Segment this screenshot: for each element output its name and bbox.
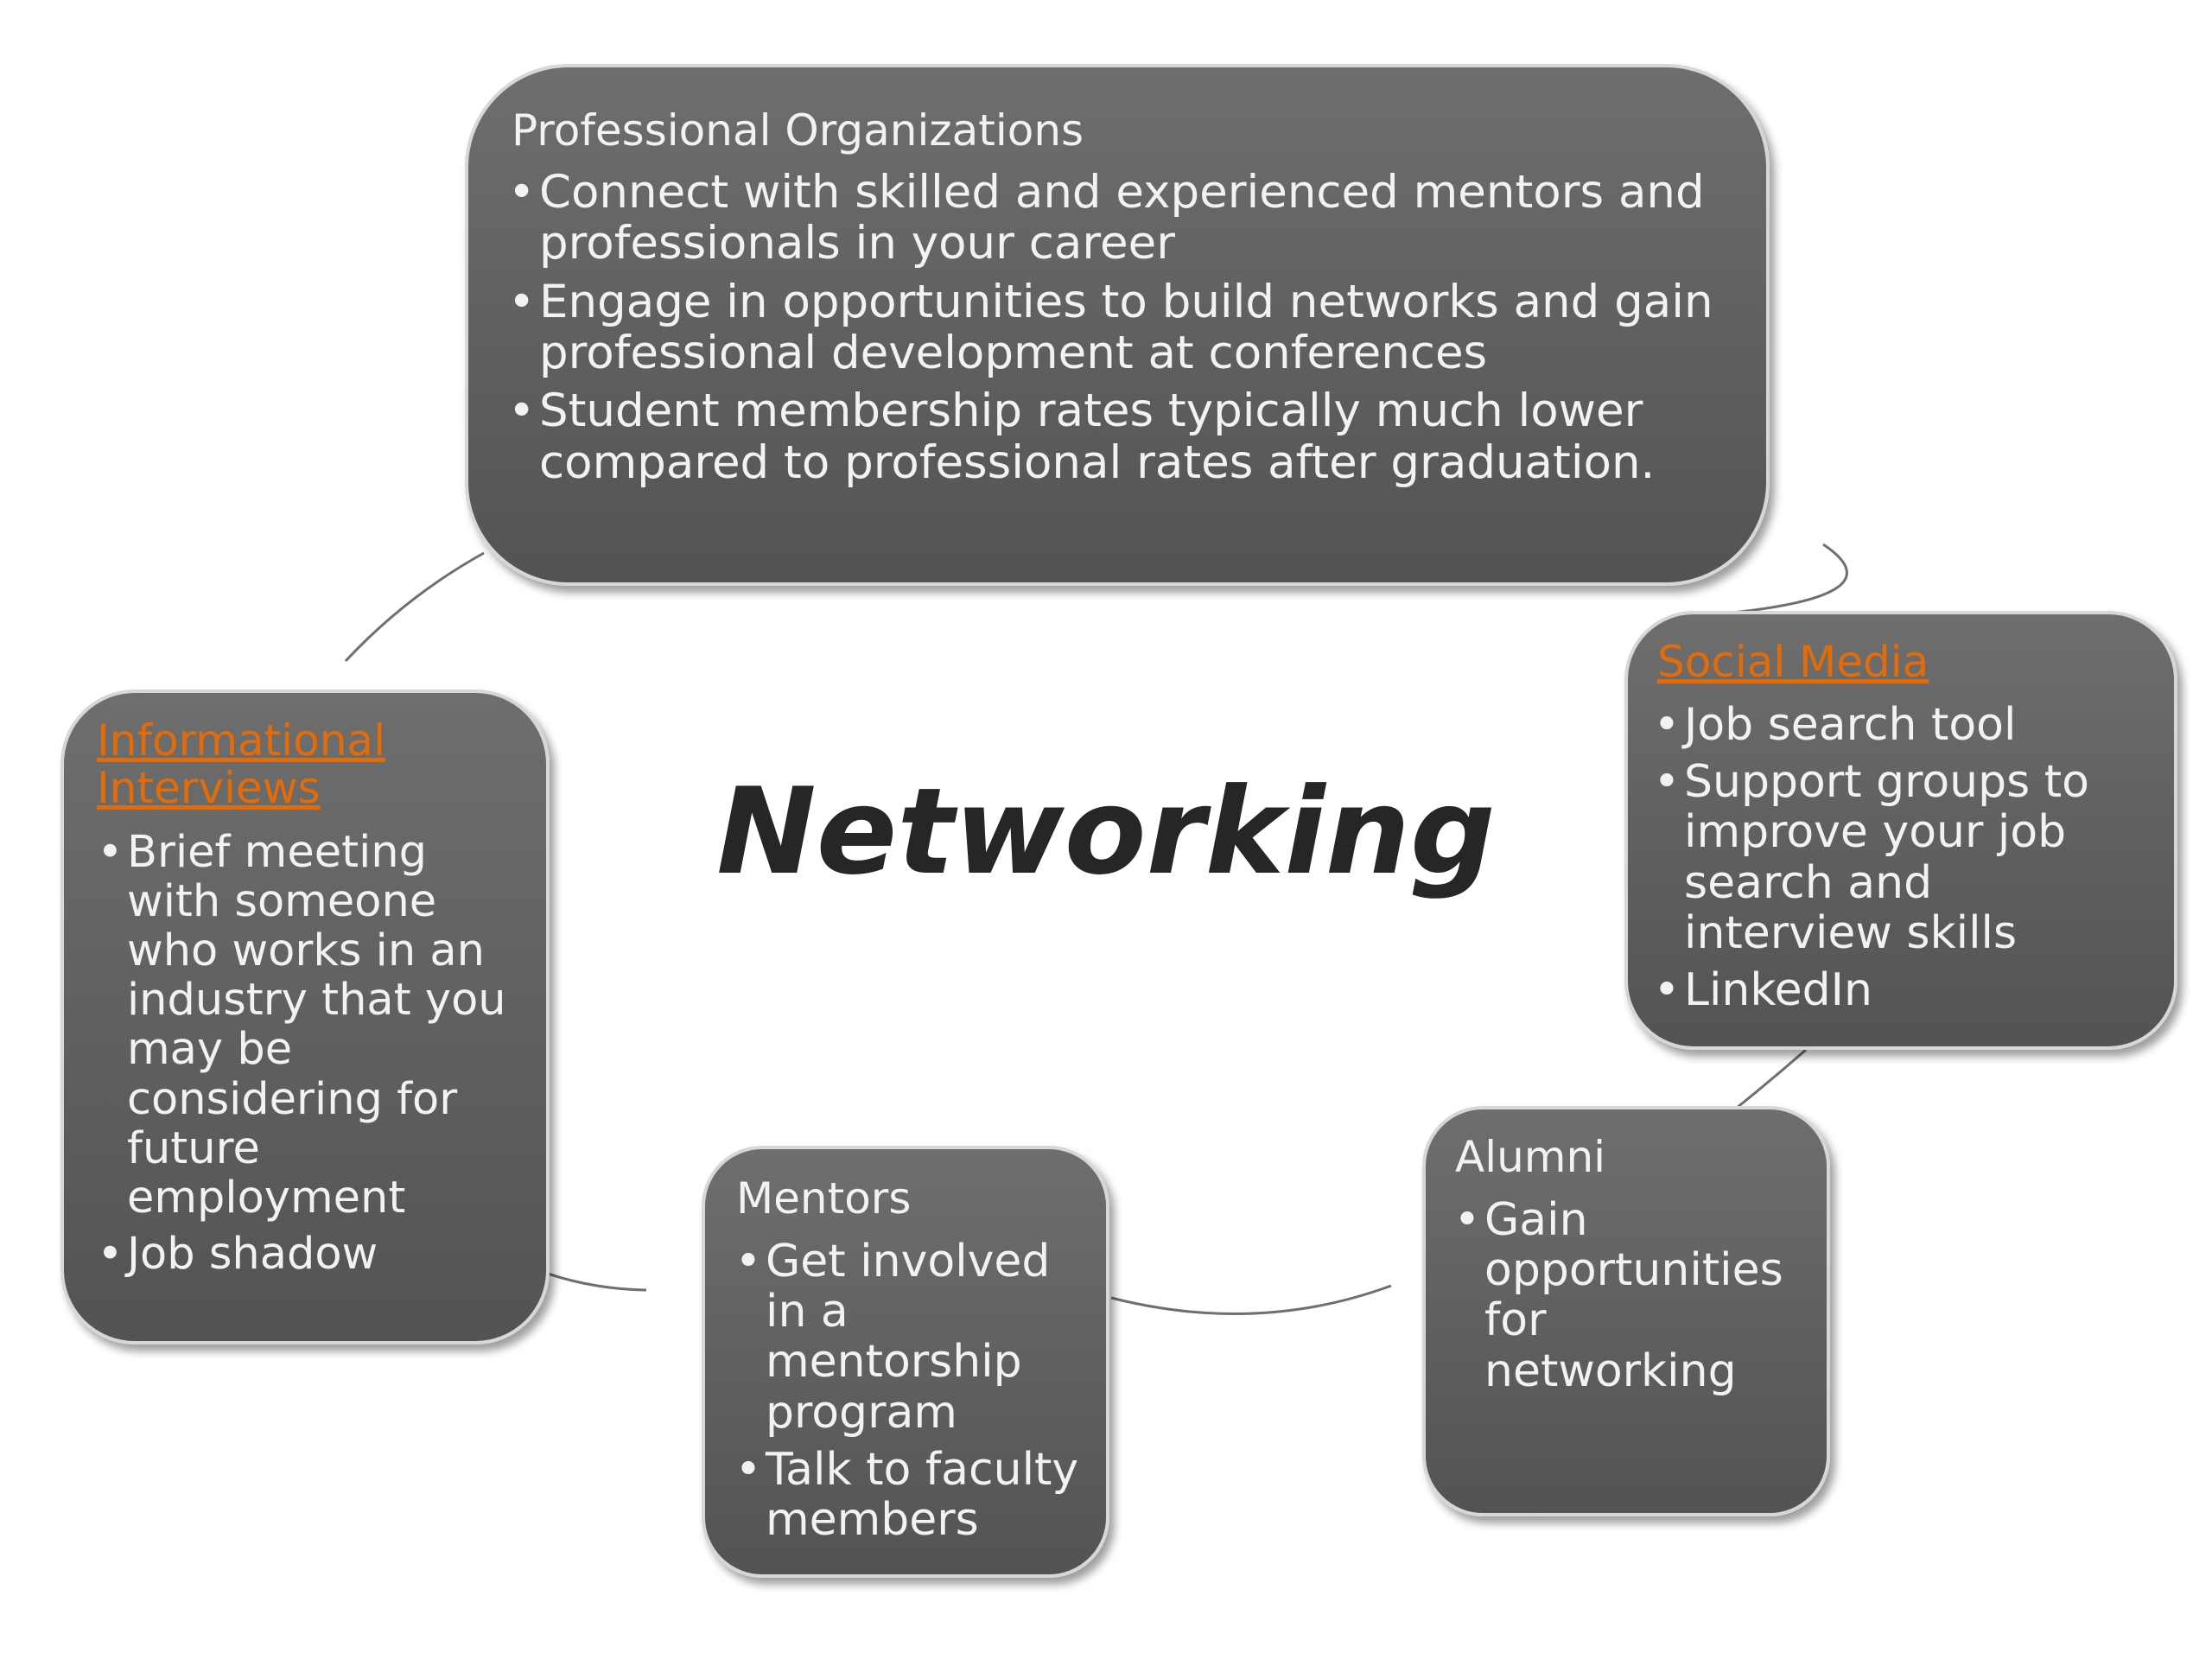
node-professional-organizations: Professional Organizations Connect with … [465, 64, 1770, 586]
node-title: Mentors [736, 1173, 912, 1224]
bullet-item: Talk to faculty members [735, 1445, 1085, 1546]
node-alumni: Alumni Gain opportunities for networking [1422, 1106, 1830, 1516]
center-title: Networking [716, 762, 1496, 901]
connector-alumni-to-mentors [1110, 1284, 1392, 1315]
bullet-list: Gain opportunities for networking [1454, 1195, 1806, 1396]
informational-interviews-link[interactable]: Informational Interviews [97, 715, 385, 813]
connector-social-to-alumni [1736, 1048, 1807, 1109]
node-title: Professional Organizations [512, 105, 1084, 156]
bullet-item: Brief meeting with someone who works in … [97, 828, 520, 1223]
bullet-item: Get involved in a mentorship program [735, 1236, 1085, 1438]
bullet-list: Job search tool Support groups to improv… [1654, 700, 2139, 1016]
bullet-item: Gain opportunities for networking [1454, 1195, 1806, 1396]
bullet-item: Job search tool [1654, 700, 2139, 751]
connector-mentors-to-info [542, 1270, 647, 1292]
bullet-item: Job shadow [97, 1230, 520, 1279]
bullet-item: LinkedIn [1654, 965, 2139, 1016]
bullet-item: Connect with skilled and experienced men… [508, 167, 1714, 270]
node-informational-interviews: Informational Interviews Brief meeting w… [60, 690, 550, 1344]
bullet-item: Support groups to improve your job searc… [1654, 757, 2139, 958]
bullet-item: Student membership rates typically much … [508, 385, 1714, 488]
node-social-media: Social Media Job search tool Support gro… [1624, 611, 2177, 1050]
node-title: Alumni [1455, 1132, 1606, 1182]
connector-prof-to-social [1723, 543, 1848, 615]
connector-info-to-prof [344, 551, 485, 663]
node-mentors: Mentors Get involved in a mentorship pro… [702, 1146, 1109, 1578]
bullet-list: Connect with skilled and experienced men… [508, 167, 1714, 488]
bullet-list: Get involved in a mentorship program Tal… [735, 1236, 1085, 1546]
bullet-item: Engage in opportunities to build network… [508, 276, 1714, 379]
social-media-link[interactable]: Social Media [1657, 637, 1929, 687]
bullet-list: Brief meeting with someone who works in … [97, 828, 520, 1279]
